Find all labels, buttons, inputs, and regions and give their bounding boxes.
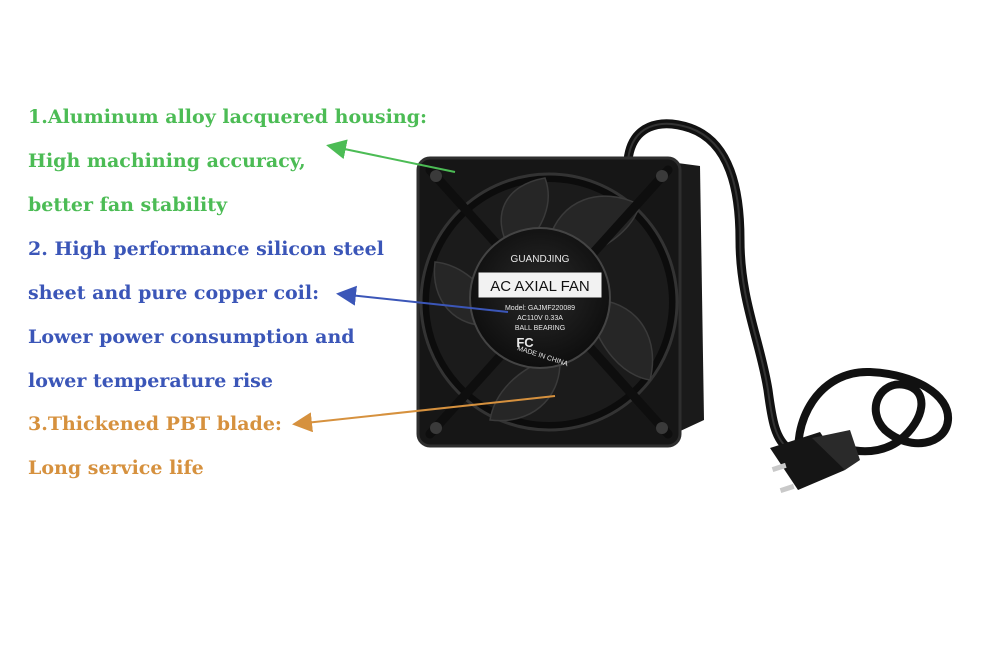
mounting-holes [430,170,668,434]
arrow-coil [336,285,509,313]
fan-bearing: BALL BEARING [515,325,565,332]
plug-icon [770,430,860,494]
power-cord [623,119,953,474]
fan-cert: FC [516,335,534,350]
annotation-coil-line-3: Lower power consumption and [28,326,355,348]
annotation-housing-line-2: High machining accuracy, [28,150,306,172]
fan-rating: AC110V 0.33A [517,315,563,322]
arrow-blade [292,395,556,433]
fan-brand: GUANDJING [511,254,570,265]
annotation-coil-line-4: lower temperature rise [28,370,273,392]
fan-hub [469,227,611,369]
annotation-coil-line-1: 2. High performance silicon steel [28,238,384,260]
annotation-housing-line-3: better fan stability [28,194,228,216]
annotation-housing-line-1: 1.Aluminum alloy lacquered housing: [28,106,427,128]
annotation-coil-line-2: sheet and pure copper coil: [28,282,320,304]
fan-title: AC AXIAL FAN [490,278,590,295]
arrow-housing [326,139,456,173]
fan-model: Model: GAJMF220089 [505,305,575,312]
annotation-blade-line-1: 3.Thickened PBT blade: [28,413,282,435]
annotation-blade-line-2: Long service life [28,457,204,479]
